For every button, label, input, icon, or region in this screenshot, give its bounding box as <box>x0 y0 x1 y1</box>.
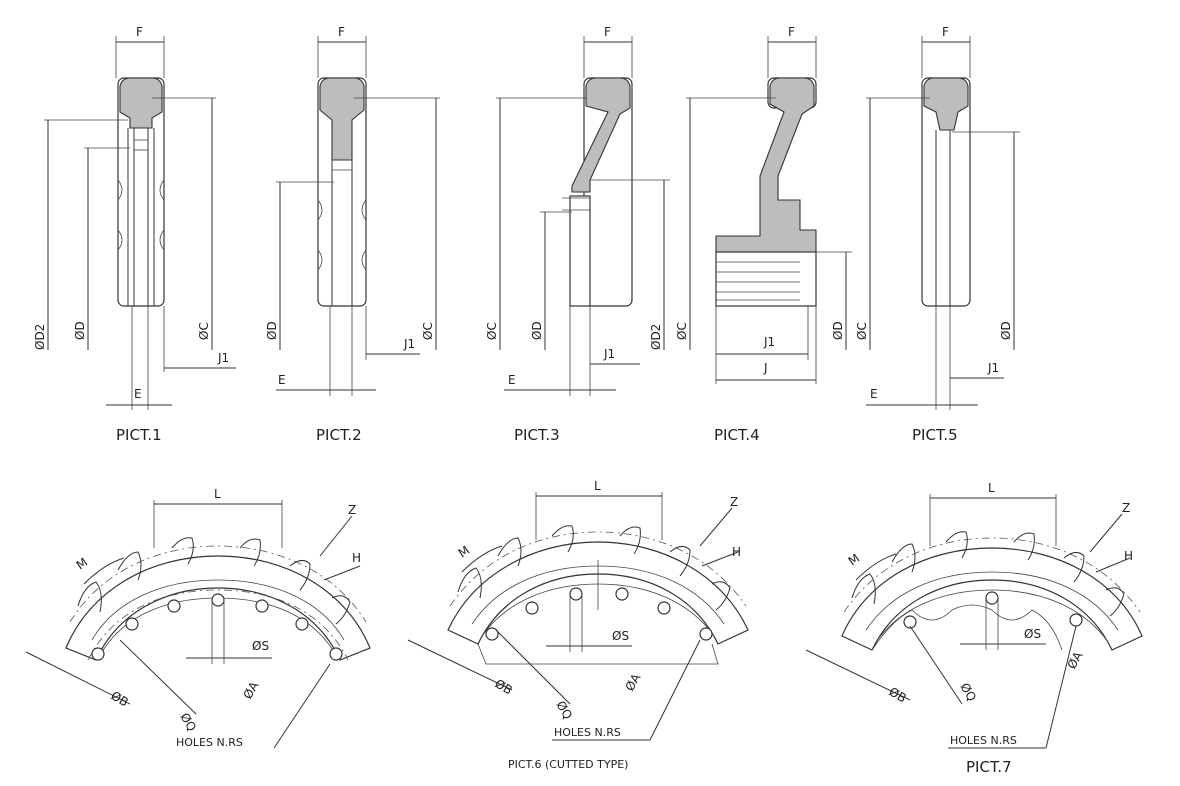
pict2-c-label: ØC <box>421 322 435 340</box>
pict1-e-label: E <box>134 387 142 401</box>
seg3-l-label: L <box>988 481 995 495</box>
pict2-f-label: F <box>338 25 345 39</box>
seg3-z-label: Z <box>1122 501 1130 515</box>
seg1-z-label: Z <box>348 503 356 517</box>
pict-3: F ØC ØD ØD2 J1 E PICT.3 <box>485 25 670 444</box>
pict-1: F ØD2 ØD ØC J1 E PICT.1 <box>33 25 236 444</box>
seg3-holes-label: HOLES N.RS <box>950 734 1017 747</box>
pict5-caption: PICT.5 <box>912 426 958 444</box>
pict2-j1-label: J1 <box>403 337 415 351</box>
pict1-caption: PICT.1 <box>116 426 162 444</box>
pict5-e-label: E <box>870 387 878 401</box>
seg2-s-label: ØS <box>612 629 629 643</box>
segment-2: L Z H M ØS ØB ØQ ØA HOLES N.RS PICT.6 (C… <box>407 479 749 771</box>
pict4-j1-label: J1 <box>763 335 775 349</box>
seg1-s-label: ØS <box>252 639 269 653</box>
pict1-d-label: ØD <box>73 321 87 340</box>
pict3-d2-label: ØD2 <box>649 324 663 350</box>
seg3-h-label: H <box>1124 549 1133 563</box>
seg1-b-label: ØB <box>109 688 131 709</box>
pict5-d-label: ØD <box>999 321 1013 340</box>
pict-2: F ØD ØC J1 E PICT.2 <box>265 25 440 444</box>
pict2-e-label: E <box>278 373 286 387</box>
seg1-holes-label: HOLES N.RS <box>176 736 243 749</box>
seg1-l-label: L <box>214 487 221 501</box>
seg2-holes-label: HOLES N.RS <box>554 726 621 739</box>
pict2-d-label: ØD <box>265 321 279 340</box>
seg3-a-label: ØA <box>1064 649 1085 672</box>
seg1-m-label: M <box>74 555 91 572</box>
pict5-c-label: ØC <box>855 322 869 340</box>
pict3-e-label: E <box>508 373 516 387</box>
pict4-caption: PICT.4 <box>714 426 760 444</box>
pict5-j1-label: J1 <box>987 361 999 375</box>
pict3-j1-label: J1 <box>603 347 615 361</box>
seg1-a-label: ØA <box>240 679 261 702</box>
seg2-m-label: M <box>456 543 473 560</box>
pict1-c-label: ØC <box>197 322 211 340</box>
pict4-c-label: ØC <box>675 322 689 340</box>
pict4-d-label: ØD <box>831 321 845 340</box>
seg2-z-label: Z <box>730 495 738 509</box>
seg2-l-label: L <box>594 479 601 493</box>
seg3-caption: PICT.7 <box>966 758 1012 776</box>
pict4-j-label: J <box>763 361 768 375</box>
pict3-c-label: ØC <box>485 322 499 340</box>
seg2-caption: PICT.6 (CUTTED TYPE) <box>508 758 628 771</box>
pict4-f-label: F <box>788 25 795 39</box>
pict1-f-label: F <box>136 25 143 39</box>
seg3-s-label: ØS <box>1024 627 1041 641</box>
seg2-b-label: ØB <box>493 676 515 697</box>
pict3-d-label: ØD <box>530 321 544 340</box>
pict5-f-label: F <box>942 25 949 39</box>
pict2-caption: PICT.2 <box>316 426 362 444</box>
seg1-h-label: H <box>352 551 361 565</box>
seg3-b-label: ØB <box>887 684 909 705</box>
seg3-m-label: M <box>846 551 863 568</box>
pict-4: F ØC ØD J1 J PICT.4 <box>675 25 852 444</box>
segment-1: L Z H M ØS ØB ØQ ØA HOLES N.RS <box>25 487 371 749</box>
pict1-j1-label: J1 <box>217 351 229 365</box>
pict3-f-label: F <box>604 25 611 39</box>
seg2-q-label: ØQ <box>553 699 575 722</box>
pict3-caption: PICT.3 <box>514 426 560 444</box>
pict-5: F ØC ØD J1 E PICT.5 <box>855 25 1020 444</box>
seg3-q-label: ØQ <box>957 681 979 704</box>
pict1-d2-label: ØD2 <box>33 324 47 350</box>
seg2-a-label: ØA <box>622 671 643 694</box>
seg2-h-label: H <box>732 545 741 559</box>
segment-3: L Z H M ØS ØB ØQ ØA HOLES N.RS PICT.7 <box>805 481 1143 776</box>
